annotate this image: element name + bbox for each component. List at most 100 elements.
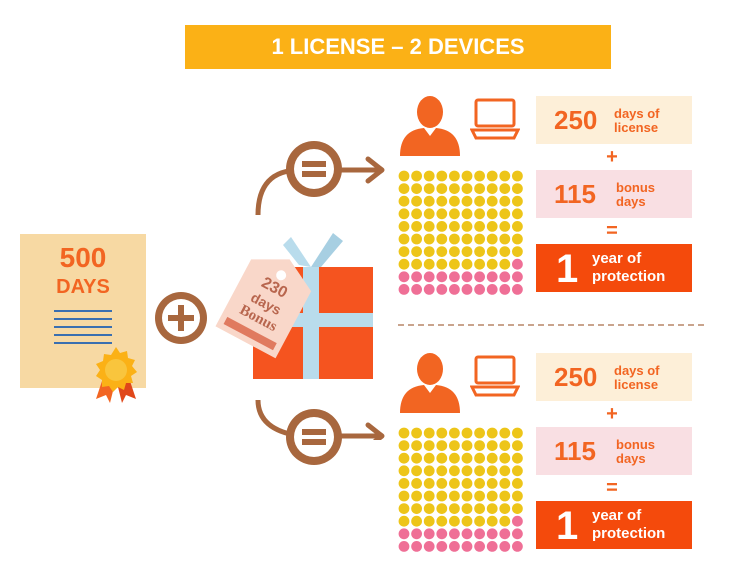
bonus-day-dot [512,528,523,540]
person-icon [400,96,460,156]
bonus-day-dot [423,284,435,295]
license-day-dot [499,221,511,232]
dot-grid [398,170,523,295]
bonus-day-dot [512,515,523,527]
license-day-dot [423,427,435,439]
license-day-dot [398,465,410,477]
license-day-dot [423,478,435,489]
bonus-days-box: 115 bonus days [536,427,692,475]
license-day-dot [436,258,448,270]
license-days-label-1: days of [614,106,660,121]
bonus-days-number: 115 [554,436,596,466]
license-day-dot [398,195,410,207]
license-day-dot [436,183,448,194]
license-day-dot [411,208,422,220]
bonus-day-dot [423,528,435,540]
license-day-dot [449,195,460,207]
license-day-dot [499,440,511,451]
license-day-dot [423,452,435,464]
license-day-dot [436,233,448,245]
laptop-icon [470,355,520,397]
bonus-day-dot [411,284,422,295]
license-day-dot [411,427,422,439]
license-day-dot [474,233,485,245]
license-day-dot [423,170,435,182]
license-day-dot [423,195,435,207]
license-day-dot [449,465,460,477]
bonus-day-dot [449,541,460,552]
license-day-dot [411,490,422,502]
license-day-dot [423,221,435,232]
plus-circle [155,292,207,344]
bonus-day-dot [398,284,410,295]
license-day-dot [474,490,485,502]
license-day-dot [461,452,473,464]
certificate-line [54,326,112,328]
license-day-dot [474,478,485,489]
bonus-day-dot [512,271,523,283]
license-day-dot [423,258,435,270]
license-day-dot [461,515,473,527]
license-day-dot [474,183,485,194]
license-day-dot [411,195,422,207]
license-day-dot [449,490,460,502]
license-day-dot [512,427,523,439]
bonus-day-dot [436,284,448,295]
license-day-dot [449,515,460,527]
license-day-dot [398,490,410,502]
license-day-dot [461,170,473,182]
license-day-dot [486,258,498,270]
license-day-dot [486,170,498,182]
license-day-dot [423,246,435,257]
bonus-day-dot [474,541,485,552]
license-day-dot [461,183,473,194]
license-day-dot [499,503,511,514]
result-label-1: year of [592,507,642,524]
license-day-dot [486,233,498,245]
bonus-day-dot [398,541,410,552]
certificate: 500 DAYS [20,234,146,388]
license-day-dot [411,233,422,245]
license-day-dot [423,440,435,451]
license-day-dot [499,515,511,527]
license-day-dot [461,490,473,502]
dot-grid [398,427,523,552]
bonus-day-dot [449,284,460,295]
license-day-dot [512,452,523,464]
license-day-dot [499,258,511,270]
license-day-dot [512,490,523,502]
license-day-dot [486,195,498,207]
plus-sign: + [606,146,618,168]
result-number: 1 [556,247,579,291]
license-day-dot [423,490,435,502]
license-day-dot [461,233,473,245]
license-days-box: 250 days of license [536,96,692,144]
bonus-day-dot [436,541,448,552]
equals-icon [294,149,334,189]
license-day-dot [474,427,485,439]
arrow-icon [365,422,385,440]
license-day-dot [486,221,498,232]
license-day-dot [411,503,422,514]
protection-result-box: 1 year of protection [536,501,692,549]
license-day-dot [474,246,485,257]
bonus-day-dot [436,271,448,283]
license-day-dot [499,208,511,220]
bonus-days-number: 115 [554,179,596,209]
bonus-days-label-2: days [616,194,646,209]
plus-icon [162,299,200,337]
license-day-dot [499,195,511,207]
equals-circle-bottom [286,409,342,465]
certificate-line [54,318,112,320]
license-day-dot [398,183,410,194]
license-day-dot [449,170,460,182]
result-label-2: protection [592,525,666,542]
license-day-dot [449,427,460,439]
license-day-dot [461,208,473,220]
license-days-number: 250 [554,362,598,392]
bonus-day-dot [423,271,435,283]
license-day-dot [398,503,410,514]
license-day-dot [461,195,473,207]
license-day-dot [512,208,523,220]
tag-icon [215,259,312,359]
